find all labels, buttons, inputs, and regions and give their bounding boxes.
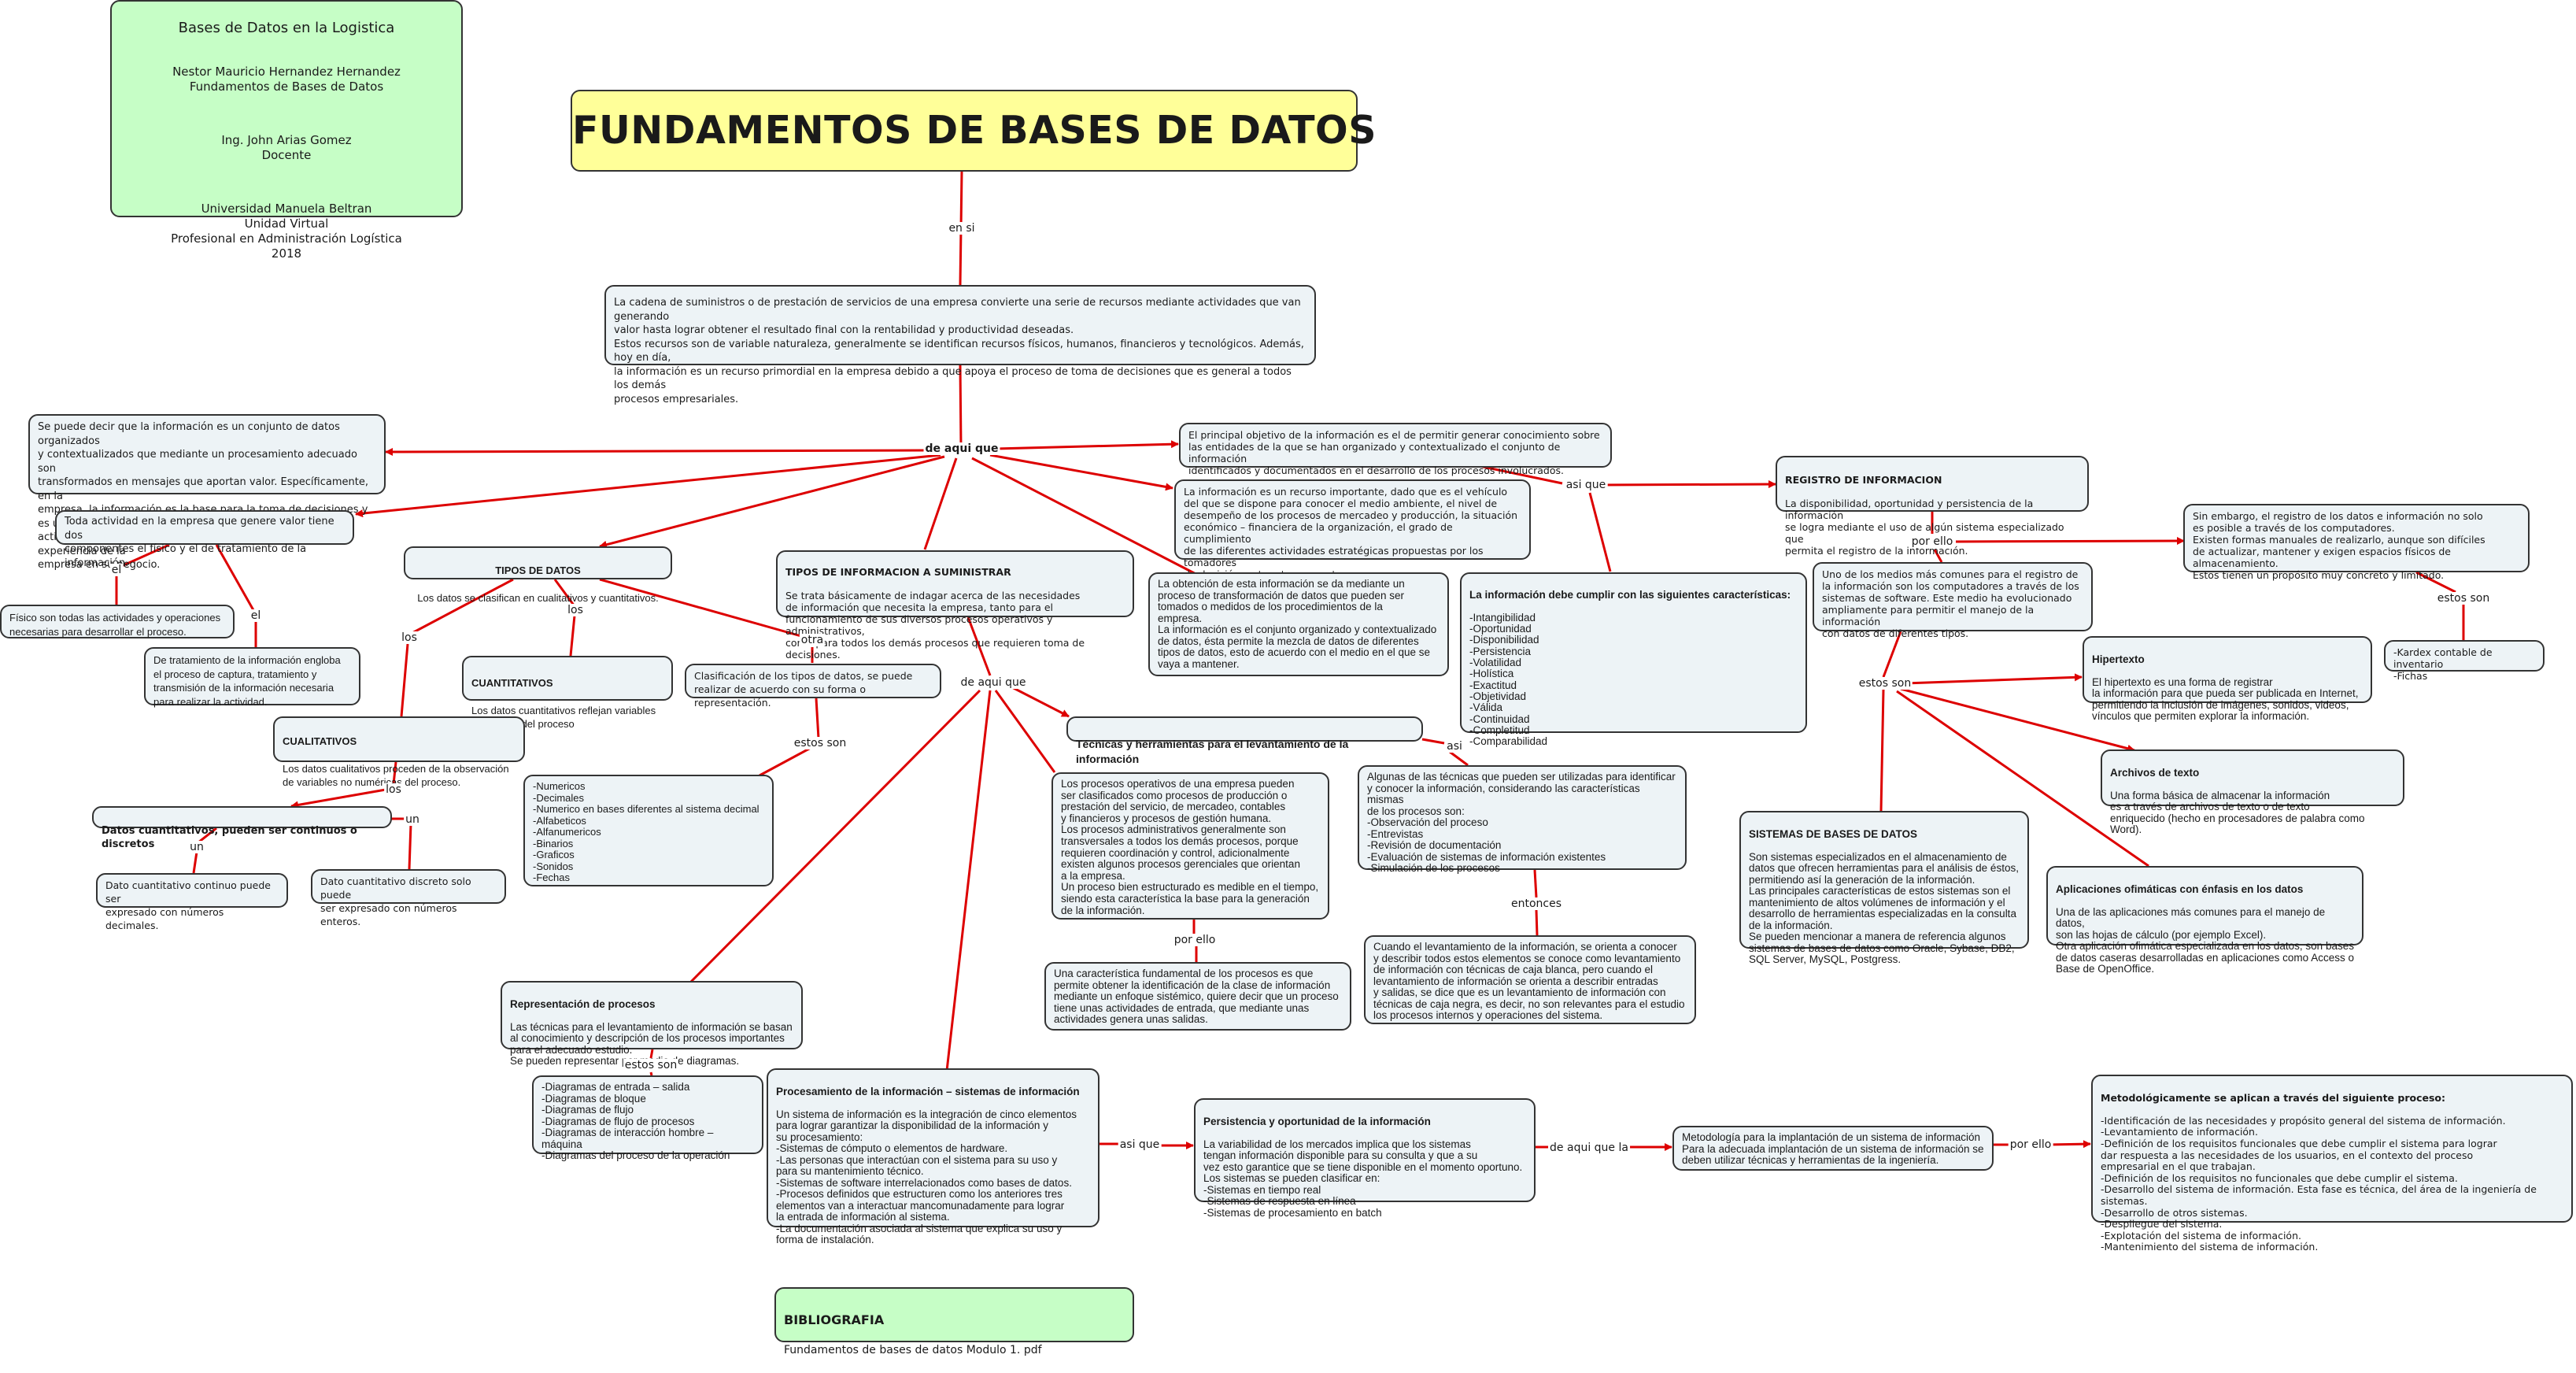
node-medios-registro[interactable]: Uno de los medios más comunes para el re… [1813,562,2093,639]
sgbd-title: SISTEMAS DE BASES DE DATOS [1749,827,1918,840]
link-label-un-continuo: un [188,841,205,853]
node-tecnicas-lista[interactable]: Algunas de las técnicas que pueden ser u… [1358,765,1687,874]
node-cuantitativos[interactable]: CUANTITATIVOS Los datos cuantitativos re… [462,656,673,730]
node-hipertexto[interactable]: Hipertexto El hipertexto es una forma de… [2083,636,2372,722]
node-dato-discreto[interactable]: Dato cuantitativo discreto solo puede se… [311,869,506,927]
link-label-por-ello-registro: por ello [1909,535,1955,548]
continuos-discretos-label: Datos cuantitativos, pueden ser continuo… [102,824,357,851]
node-procesos-operativos[interactable]: Los procesos operativos de una empresa p… [1051,772,1329,920]
link-label-los-continuos: los [384,783,403,796]
archivos-body: Una forma básica de almacenar la informa… [2110,789,2365,835]
node-informacion-definicion[interactable]: Se puede decir que la información es un … [28,414,386,571]
link-label-asi: asi [1445,740,1464,753]
registro-title: REGISTRO DE INFORMACION [1785,474,1942,486]
node-diagramas[interactable]: -Diagramas de entrada – salida -Diagrama… [532,1075,763,1161]
cuantitativos-title: CUANTITATIVOS [471,676,553,689]
node-caja-blanca-negra[interactable]: Cuando el levantamiento de la informació… [1364,935,1696,1024]
node-persistencia-oportunidad[interactable]: Persistencia y oportunidad de la informa… [1194,1098,1536,1218]
link-label-en-si: en si [947,222,977,235]
hipertexto-body: El hipertexto es una forma de registrar … [2092,675,2359,722]
concept-map-connections [115,171,2465,1151]
node-representacion-procesos[interactable]: Representación de procesos Las técnicas … [501,981,803,1067]
link-label-por-ello-metodologia: por ello [2008,1138,2053,1151]
link-label-estos-son-medios: estos son [1857,677,1913,690]
node-metodologicamente[interactable]: Metodológicamente se aplican a través de… [2091,1075,2573,1253]
bibliografia-title: BIBLIOGRAFIA [784,1312,885,1327]
node-caracteristicas[interactable]: La información debe cumplir con las sigu… [1460,572,1807,747]
caracteristicas-body: -Intangibilidad -Oportunidad -Disponibil… [1469,611,1548,748]
node-objetivo-informacion[interactable]: El principal objetivo de la información … [1179,423,1612,476]
node-procesamiento-informacion[interactable]: Procesamiento de la información – sistem… [767,1068,1100,1245]
persistencia-title: Persistencia y oportunidad de la informa… [1203,1115,1431,1127]
node-kardex[interactable]: -Kardex contable de inventario -Fichas [2384,640,2545,682]
representacion-title: Representación de procesos [510,997,656,1010]
header-author: Nestor Mauricio Hernandez Hernandez Fund… [172,65,401,94]
header-teacher: Ing. John Arias Gomez Docente [221,133,352,162]
archivos-title: Archivos de texto [2110,766,2200,779]
node-bibliografia[interactable]: BIBLIOGRAFIA Fundamentos de bases de dat… [774,1287,1134,1356]
caracteristicas-title: La información debe cumplir con las sigu… [1469,589,1791,601]
node-continuos-discretos[interactable]: Datos cuantitativos, pueden ser continuo… [92,806,392,850]
cualitativos-body: Los datos cualitativos proceden de la ob… [283,762,509,789]
main-title[interactable]: FUNDAMENTOS DE BASES DE DATOS [571,90,1377,172]
procesamiento-title: Procesamiento de la información – sistem… [776,1085,1080,1097]
tipos-datos-body: Los datos se clasifican en cualitativos … [417,591,659,604]
node-tipos-informacion[interactable]: TIPOS DE INFORMACION A SUMINISTRAR Se tr… [776,550,1134,661]
link-label-los-cualitativos: los [400,631,419,644]
node-tipos-datos[interactable]: TIPOS DE DATOS Los datos se clasifican e… [404,546,672,604]
link-label-de-aqui-que-main: de aqui que [923,442,1000,455]
link-label-asi-que-registro: asi que [1564,479,1608,491]
link-label-de-aqui-que-procesos: de aqui que [959,676,1028,689]
node-cadena-suministros[interactable]: La cadena de suministros o de prestación… [604,285,1316,405]
tipos-informacion-title: TIPOS DE INFORMACION A SUMINISTRAR [785,566,1011,578]
node-clasificacion[interactable]: Clasificación de los tipos de datos, se … [685,664,941,709]
link-label-el-fisico: el [109,564,124,576]
bibliografia-body: Fundamentos de bases de datos Modulo 1. … [784,1344,1042,1357]
node-caracteristica-fundamental[interactable]: Una característica fundamental de los pr… [1044,962,1351,1031]
tecnicas-title: Técnicas y herramientas para el levantam… [1076,737,1349,765]
procesamiento-body: Un sistema de información es la integrac… [776,1108,1077,1245]
link-label-asi-que-persistencia: asi que [1118,1138,1162,1151]
persistencia-body: La variabilidad de los mercados implica … [1203,1138,1523,1219]
link-label-otra: otra [799,634,826,646]
link-label-estos-son-kardex: estos son [2435,592,2492,605]
node-tipos-lista[interactable]: -Numericos -Decimales -Numerico en bases… [523,775,774,886]
link-label-estos-son-tipos: estos son [792,737,848,749]
link-label-un-discreto: un [404,813,421,826]
header-institution: Universidad Manuela Beltran Unidad Virtu… [171,202,402,261]
node-actividad-componentes[interactable]: Toda actividad en la empresa que genere … [55,510,354,569]
node-aplicaciones-ofimaticas[interactable]: Aplicaciones ofimáticas con énfasis en l… [2046,866,2363,975]
node-obtencion[interactable]: La obtención de esta información se da m… [1148,572,1449,676]
link-label-el-tratamiento: el [249,609,263,622]
node-registro-informacion[interactable]: REGISTRO DE INFORMACION La disponibilida… [1776,456,2089,557]
ofimaticas-title: Aplicaciones ofimáticas con énfasis en l… [2056,883,2304,895]
node-archivos-texto[interactable]: Archivos de texto Una forma básica de al… [2101,749,2404,835]
metodologicamente-body: -Identificación de las necesidades y pro… [2101,1114,2537,1253]
node-recurso-importante[interactable]: La información es un recurso importante,… [1174,479,1531,580]
tipos-informacion-body: Se trata básicamente de indagar acerca d… [785,590,1085,661]
node-tecnicas-herramientas[interactable]: Técnicas y herramientas para el levantam… [1066,716,1423,765]
hipertexto-title: Hipertexto [2092,653,2145,665]
node-fisico[interactable]: Físico son todas las actividades y opera… [0,605,235,638]
node-dato-continuo[interactable]: Dato cuantitativo continuo puede ser exp… [96,873,288,931]
node-sistemas-bases-datos[interactable]: SISTEMAS DE BASES DE DATOS Son sistemas … [1739,811,2029,965]
link-label-los-cuantitativos: los [566,604,585,616]
header-card: Bases de Datos en la Logistica Nestor Ma… [110,0,463,261]
link-label-entonces: entonces [1509,897,1564,910]
link-label-estos-son-diagramas: estos son [623,1059,679,1071]
sgbd-body: Son sistemas especializados en el almace… [1749,850,2019,965]
tipos-datos-title: TIPOS DE DATOS [495,564,581,576]
ofimaticas-body: Una de las aplicaciones más comunes para… [2056,905,2354,975]
node-tratamiento[interactable]: De tratamiento de la información engloba… [144,647,360,708]
node-cualitativos[interactable]: CUALITATIVOS Los datos cualitativos proc… [273,716,525,788]
node-sin-embargo[interactable]: Sin embargo, el registro de los datos e … [2183,504,2530,581]
header-title: Bases de Datos en la Logistica [178,20,395,36]
cualitativos-title: CUALITATIVOS [283,735,357,747]
node-metodologia-implantacion[interactable]: Metodología para la implantación de un s… [1672,1126,1994,1171]
link-label-de-aqui-que-la: de aqui que la [1548,1142,1630,1154]
link-label-por-ello-procesos: por ello [1172,934,1218,946]
metodologicamente-title: Metodológicamente se aplican a través de… [2101,1091,2445,1104]
registro-body: La disponibilidad, oportunidad y persist… [1785,498,2064,557]
